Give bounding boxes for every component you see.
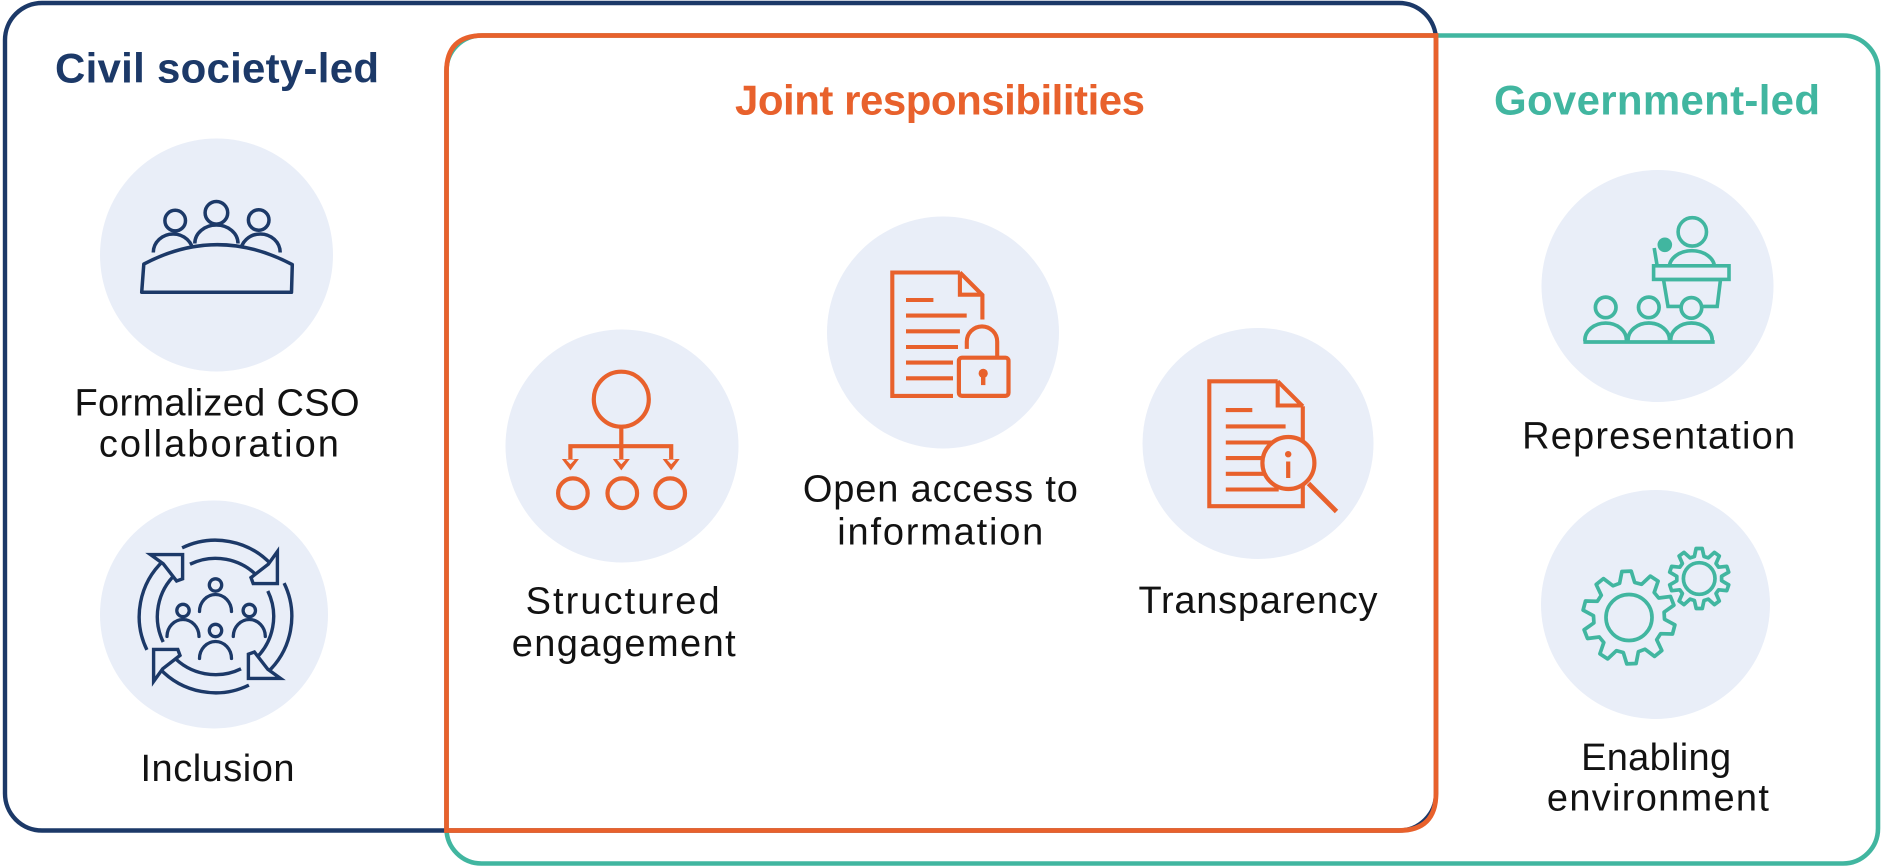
svg-text:Civil society-led: Civil society-led (55, 44, 379, 91)
svg-text:Enabling: Enabling (1581, 737, 1731, 779)
svg-text:Transparency: Transparency (1139, 580, 1378, 622)
svg-text:information: information (837, 512, 1043, 554)
svg-text:Structured: Structured (526, 581, 720, 623)
svg-text:Formalized CSO: Formalized CSO (75, 382, 360, 424)
svg-text:collaboration: collaboration (99, 424, 339, 466)
svg-text:Inclusion: Inclusion (141, 748, 295, 790)
svg-text:Representation: Representation (1522, 415, 1795, 457)
svg-text:engagement: engagement (512, 623, 736, 665)
svg-text:Joint responsibilities: Joint responsibilities (735, 76, 1145, 123)
svg-text:Open access to: Open access to (803, 469, 1078, 511)
svg-text:Government-led: Government-led (1494, 77, 1820, 124)
svg-text:environment: environment (1547, 777, 1769, 819)
